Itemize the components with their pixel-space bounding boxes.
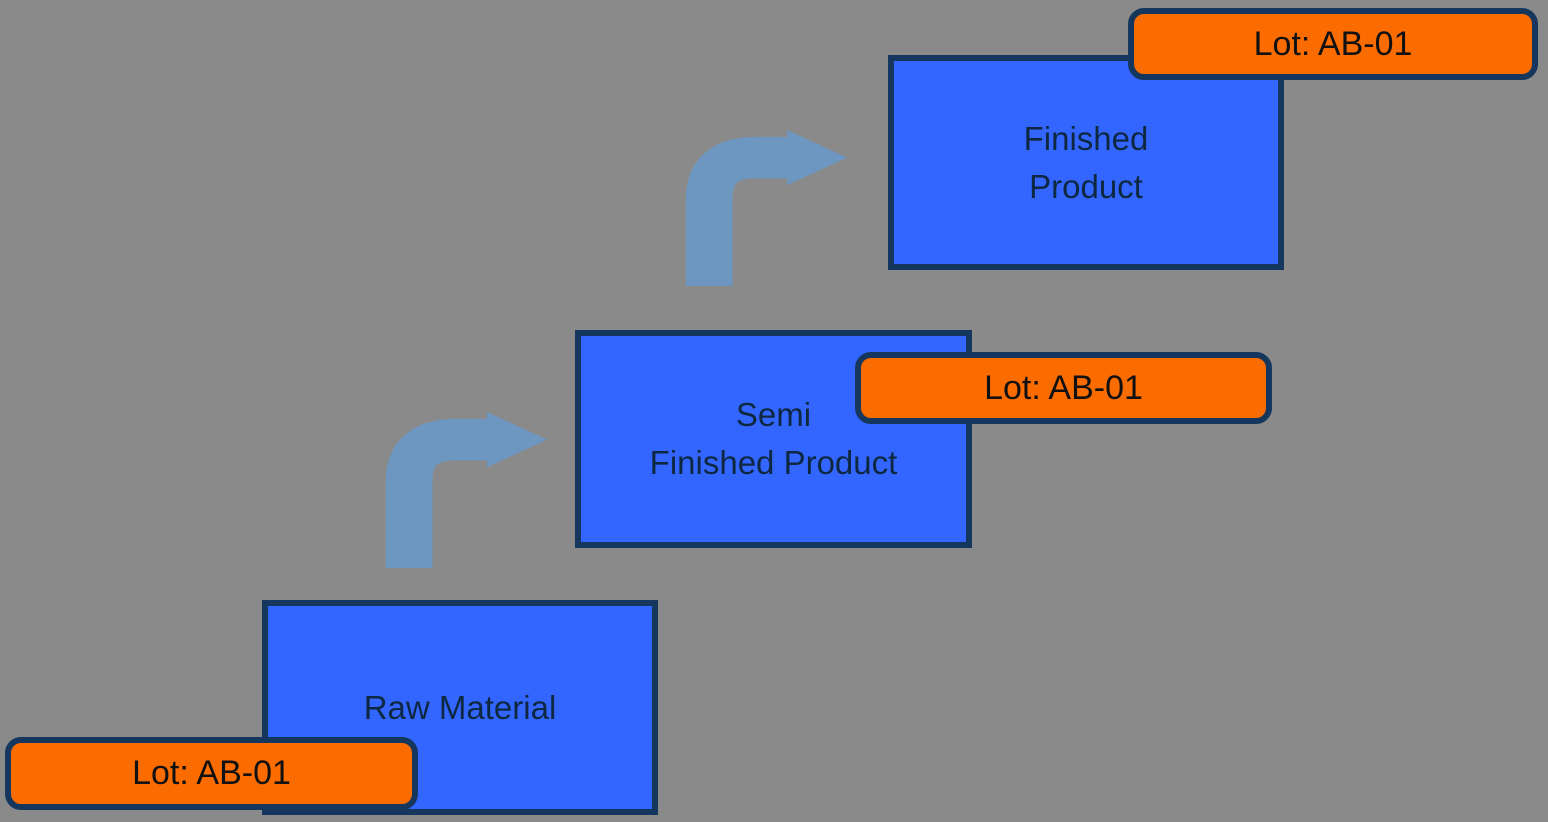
arrow-raw-to-semi-icon xyxy=(385,411,548,568)
lot-badge-finished-product: Lot: AB-01 xyxy=(1128,8,1538,80)
lot-badge-semi-finished: Lot: AB-01 xyxy=(855,352,1272,424)
node-finished-product-label-line1: Finished xyxy=(1023,119,1149,157)
lot-badge-finished-product-label: Lot: AB-01 xyxy=(1253,24,1413,63)
node-semi-finished-product: Semi Finished Product xyxy=(575,330,972,548)
node-raw-material-label: Raw Material xyxy=(363,688,557,726)
node-finished-product-label-line2: Product xyxy=(1029,167,1143,205)
node-semi-finished-label-line2: Finished Product xyxy=(649,444,898,481)
lot-badge-raw-material: Lot: AB-01 xyxy=(5,737,418,810)
lot-badge-semi-finished-label: Lot: AB-01 xyxy=(984,368,1143,407)
lot-badge-raw-material-label: Lot: AB-01 xyxy=(132,754,291,792)
node-semi-finished-label-line1: Semi xyxy=(735,396,812,433)
arrow-semi-to-finished-icon xyxy=(685,129,848,286)
node-finished-product: Finished Product xyxy=(888,55,1284,270)
